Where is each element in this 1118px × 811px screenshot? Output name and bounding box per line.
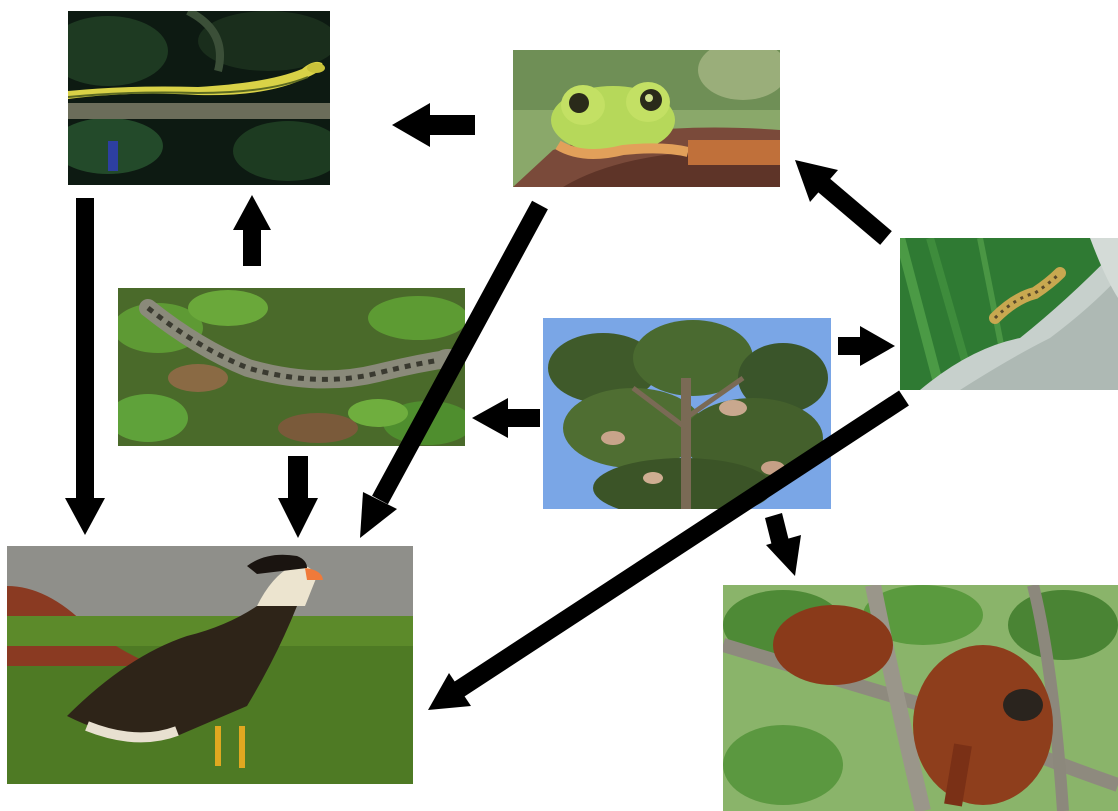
howler-monkey-photo: [723, 585, 1118, 811]
arrow-caterpillar-to-bird-head: [428, 673, 471, 710]
arrow-tree-to-monkey: [765, 513, 801, 576]
arrow-snake-to-bird: [65, 198, 105, 535]
lizard-photo: [118, 288, 465, 446]
tree-photo: [543, 318, 831, 509]
arrow-frog-to-bird-head: [360, 492, 397, 538]
snake-photo: [68, 11, 330, 185]
arrow-lizard-to-snake: [233, 195, 271, 266]
arrow-frog-to-snake: [392, 103, 475, 147]
caterpillar-photo: [900, 238, 1118, 390]
arrow-tree-to-lizard: [472, 398, 540, 438]
caracara-bird-photo: [7, 546, 413, 784]
arrow-caterpillar-to-frog-line: [820, 182, 886, 238]
arrow-tree-to-caterpillar: [838, 326, 895, 366]
arrow-caterpillar-to-frog-head: [795, 160, 838, 202]
arrow-lizard-to-bird: [278, 456, 318, 538]
tree-frog-photo: [513, 50, 780, 187]
